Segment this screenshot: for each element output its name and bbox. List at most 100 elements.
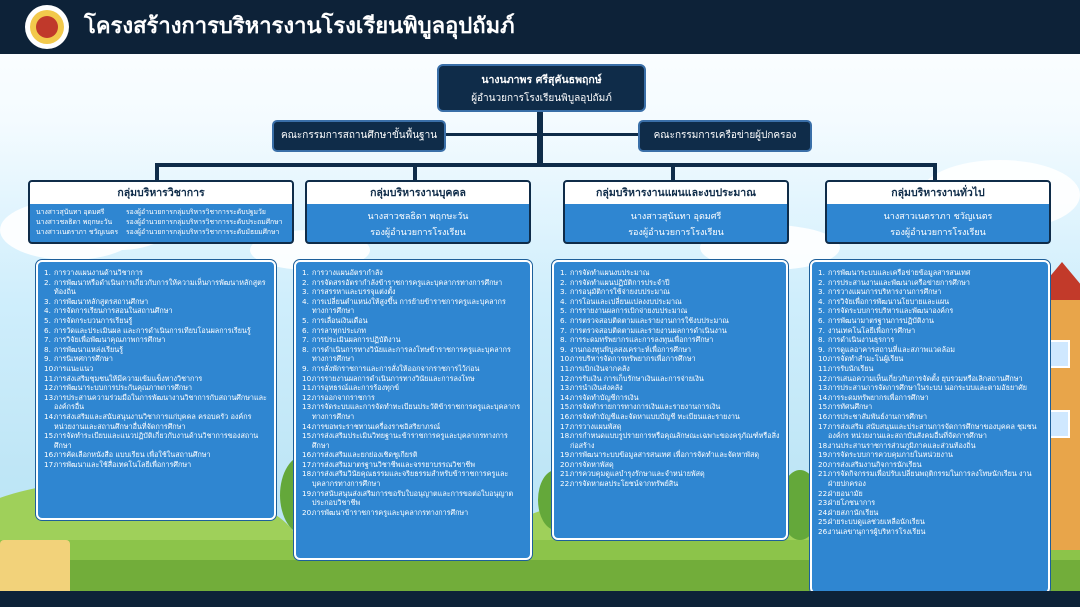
task-item: 6.การพัฒนามาตรฐานการปฏิบัติงาน (818, 316, 1042, 326)
task-text: การจัดหาพัสดุ (570, 459, 614, 469)
task-text: การประชาสัมพันธ์งานการศึกษา (828, 411, 928, 421)
task-item: 16.การส่งเสริมและยกย่องเชิดชูเกียรติ (302, 450, 524, 460)
task-number: 13. (44, 392, 56, 402)
task-text: การประสานงานและพัฒนาเครือข่ายการศึกษา (828, 277, 970, 287)
task-number: 11. (302, 383, 314, 393)
task-item: 11.การรับนักเรียน (818, 364, 1042, 374)
basic-education-committee-box: คณะกรรมการสถานศึกษาขั้นพื้นฐาน (272, 120, 446, 152)
task-text: การขอพระราชทานเครื่องราชอิสริยาภรณ์ (312, 421, 441, 431)
task-item: 12.การออกจากราชการ (302, 393, 524, 403)
task-text: การวัดและประเมินผล และการดำเนินการเทียบโ… (54, 325, 251, 335)
task-number: 10. (44, 363, 56, 373)
task-number: 13. (302, 402, 314, 412)
task-text: การส่งเสริมและยกย่องเชิดชูเกียรติ (312, 450, 418, 460)
task-text: การรายงานผลการเบิกจ่ายงบประมาณ (570, 306, 688, 316)
task-item: 10.การรายงานผลการดำเนินการทางวินัยและการ… (302, 374, 524, 384)
task-number: 12. (560, 373, 572, 383)
task-number: 9. (560, 344, 567, 354)
task-item: 17.การวางแผนพัสดุ (560, 422, 780, 432)
task-text: การดำเนินการทางวินัยและการลงโทษข้าราชการ… (312, 344, 511, 364)
task-item: 4.การเปลี่ยนตำแหน่งให้สูงขึ้น การย้ายข้า… (302, 297, 524, 316)
task-number: 7. (560, 325, 567, 335)
connector-line (155, 163, 937, 167)
task-item: 16.การจัดทำบัญชีและจัดหาแบบบัญชี ทะเบียน… (560, 412, 780, 422)
task-number: 14. (44, 411, 56, 421)
director-name: นางนภาพร ศรีสุคันธพฤกษ์ (481, 74, 602, 86)
task-number: 26. (818, 527, 830, 537)
task-item: 17.การส่งเสริมมาตรฐานวิชาชีพและจรรยาบรรณ… (302, 460, 524, 470)
task-item: 9.การสั่งพักราชการและการสั่งให้ออกจากราช… (302, 364, 524, 374)
task-item: 12.การรับเงิน การเก็บรักษาเงินและการจ่าย… (560, 374, 780, 384)
task-text: การจัดสรรอัตรากำลังข้าราชการครูและบุคลาก… (312, 277, 503, 287)
task-number: 18. (302, 469, 314, 479)
task-text: การแนะแนว (54, 363, 94, 373)
task-text: การพัฒนาระบบและเครือข่ายข้อมูลสารสนเทศ (828, 268, 971, 277)
staff-row: นางสาวชลธิดา พฤกษะวันรองผู้อำนวยการกลุ่ม… (36, 217, 292, 227)
task-text: การวางแผนอัตรากำลัง (312, 268, 383, 277)
task-item: 5.การเลื่อนเงินเดือน (302, 316, 524, 326)
staff-name: นางสาวเนตราภา ชวัญเนตร (36, 228, 119, 236)
task-text: งานประสานราชการส่วนภูมิภาคและส่วนท้องถิ่… (828, 440, 976, 450)
task-text: การออกจากราชการ (312, 392, 375, 402)
task-number: 12. (818, 373, 830, 383)
connector-line (155, 163, 159, 182)
task-text: การตรวจสอบติดตามและรายงานการใช้งบประมาณ (570, 315, 729, 325)
director-role: ผู้อำนวยการโรงเรียนพิบูลอุปถัมภ์ (471, 93, 612, 104)
task-number: 20. (818, 459, 830, 469)
task-text: การควบคุมดูแลบำรุงรักษาและจำหน่ายพัสดุ (570, 469, 705, 479)
task-number: 6. (560, 315, 567, 325)
task-number: 3. (302, 287, 309, 297)
task-item: 9.งานกองทุนพิบูลสงเคราะห์เพื่อการศึกษา (560, 345, 780, 355)
task-item: 10.การแนะแนว (44, 364, 268, 374)
task-number: 11. (560, 363, 572, 373)
task-text: การจัดระบบการควบคุมภายในหน่วยงาน (828, 450, 953, 460)
task-item: 3.การวางแผนการบริหารงานการศึกษา (818, 287, 1042, 297)
task-text: การจัดทำบัญชีและจัดหาแบบบัญชี ทะเบียนและ… (570, 411, 740, 421)
task-item: 17.การส่งเสริม สนับสนุนและประสานการจัดกา… (818, 422, 1042, 441)
task-number: 4. (44, 306, 51, 316)
task-text: การดำเนินงานธุรการ (828, 335, 895, 345)
task-item: 18.การส่งเสริมวินัยคุณธรรมและจริยธรรมสำห… (302, 469, 524, 488)
task-item: 20.การจัดหาพัสดุ (560, 460, 780, 470)
task-text: การพัฒนาข้าราชการครูและบุคลากรทางการศึกษ… (312, 507, 469, 517)
task-item: 2.การพัฒนาหรือดำเนินการเกี่ยวกับการให้คว… (44, 278, 268, 297)
task-number: 4. (560, 296, 567, 306)
task-number: 13. (818, 383, 830, 393)
task-text: การวางแผนพัสดุ (570, 421, 622, 431)
task-text: การรับนักเรียน (828, 363, 874, 373)
task-text: การระดมทรัพยากรเพื่อการศึกษา (828, 392, 929, 402)
task-text: การโอนและเปลี่ยนแปลงงบประมาณ (570, 296, 682, 306)
task-item: 15.การส่งเสริมประเมินวิทยฐานะข้าราชการคร… (302, 431, 524, 450)
task-number: 8. (302, 344, 309, 354)
group-title: กลุ่มบริหารงานแผนและงบประมาณ (565, 182, 787, 204)
task-number: 21. (560, 469, 572, 479)
task-text: การเบิกเงินจากคลัง (570, 363, 630, 373)
connector-line (440, 133, 640, 136)
task-text: การประสานการจัดการศึกษาในระบบ นอกระบบและ… (828, 383, 1027, 393)
task-number: 20. (302, 507, 314, 517)
task-item: 3.การสรรหาและบรรจุแต่งตั้ง (302, 287, 524, 297)
task-text: การกำหนดแบบรูปรายการหรือคุณลักษณะเฉพาะขอ… (570, 431, 780, 450)
task-text: การจัดทำแผนงบประมาณ (570, 268, 650, 277)
task-item: 7.งานเทคโนโลยีเพื่อการศึกษา (818, 326, 1042, 336)
task-number: 22. (560, 479, 572, 489)
task-item: 15.การจัดทำระเบียบและแนวปฏิบัติเกี่ยวกับ… (44, 431, 268, 450)
task-text: การลาทุกประเภท (312, 325, 366, 335)
task-text: การส่งเสริมชุมชนให้มีความเข้มแข็งทางวิชา… (54, 373, 203, 383)
task-item: 23.ฝ่ายโภชนาการ (818, 498, 1042, 508)
task-number: 1. (818, 268, 825, 277)
task-item: 12.การเสนอความเห็นเกี่ยวกับการจัดตั้ง ยุ… (818, 374, 1042, 384)
task-text: การเสนอความเห็นเกี่ยวกับการจัดตั้ง ยุบรว… (828, 373, 1023, 383)
task-number: 19. (560, 450, 572, 460)
task-number: 20. (560, 459, 572, 469)
task-item: 13.การจัดระบบและการจัดทำทะเบียนประวัติข้… (302, 402, 524, 421)
task-number: 9. (44, 354, 51, 364)
task-item: 2.การจัดสรรอัตรากำลังข้าราชการครูและบุคล… (302, 278, 524, 288)
task-number: 15. (560, 402, 572, 412)
task-text: การเลื่อนเงินเดือน (312, 315, 368, 325)
task-number: 6. (44, 325, 51, 335)
task-text: การรายงานผลการดำเนินการทางวินัยและการลงโ… (312, 373, 475, 383)
task-item: 4.การวิจัยเพื่อการพัฒนานโยบายและแผน (818, 297, 1042, 307)
connector-line (671, 163, 675, 182)
task-text: ฝ่ายสภานักเรียน (828, 507, 879, 517)
